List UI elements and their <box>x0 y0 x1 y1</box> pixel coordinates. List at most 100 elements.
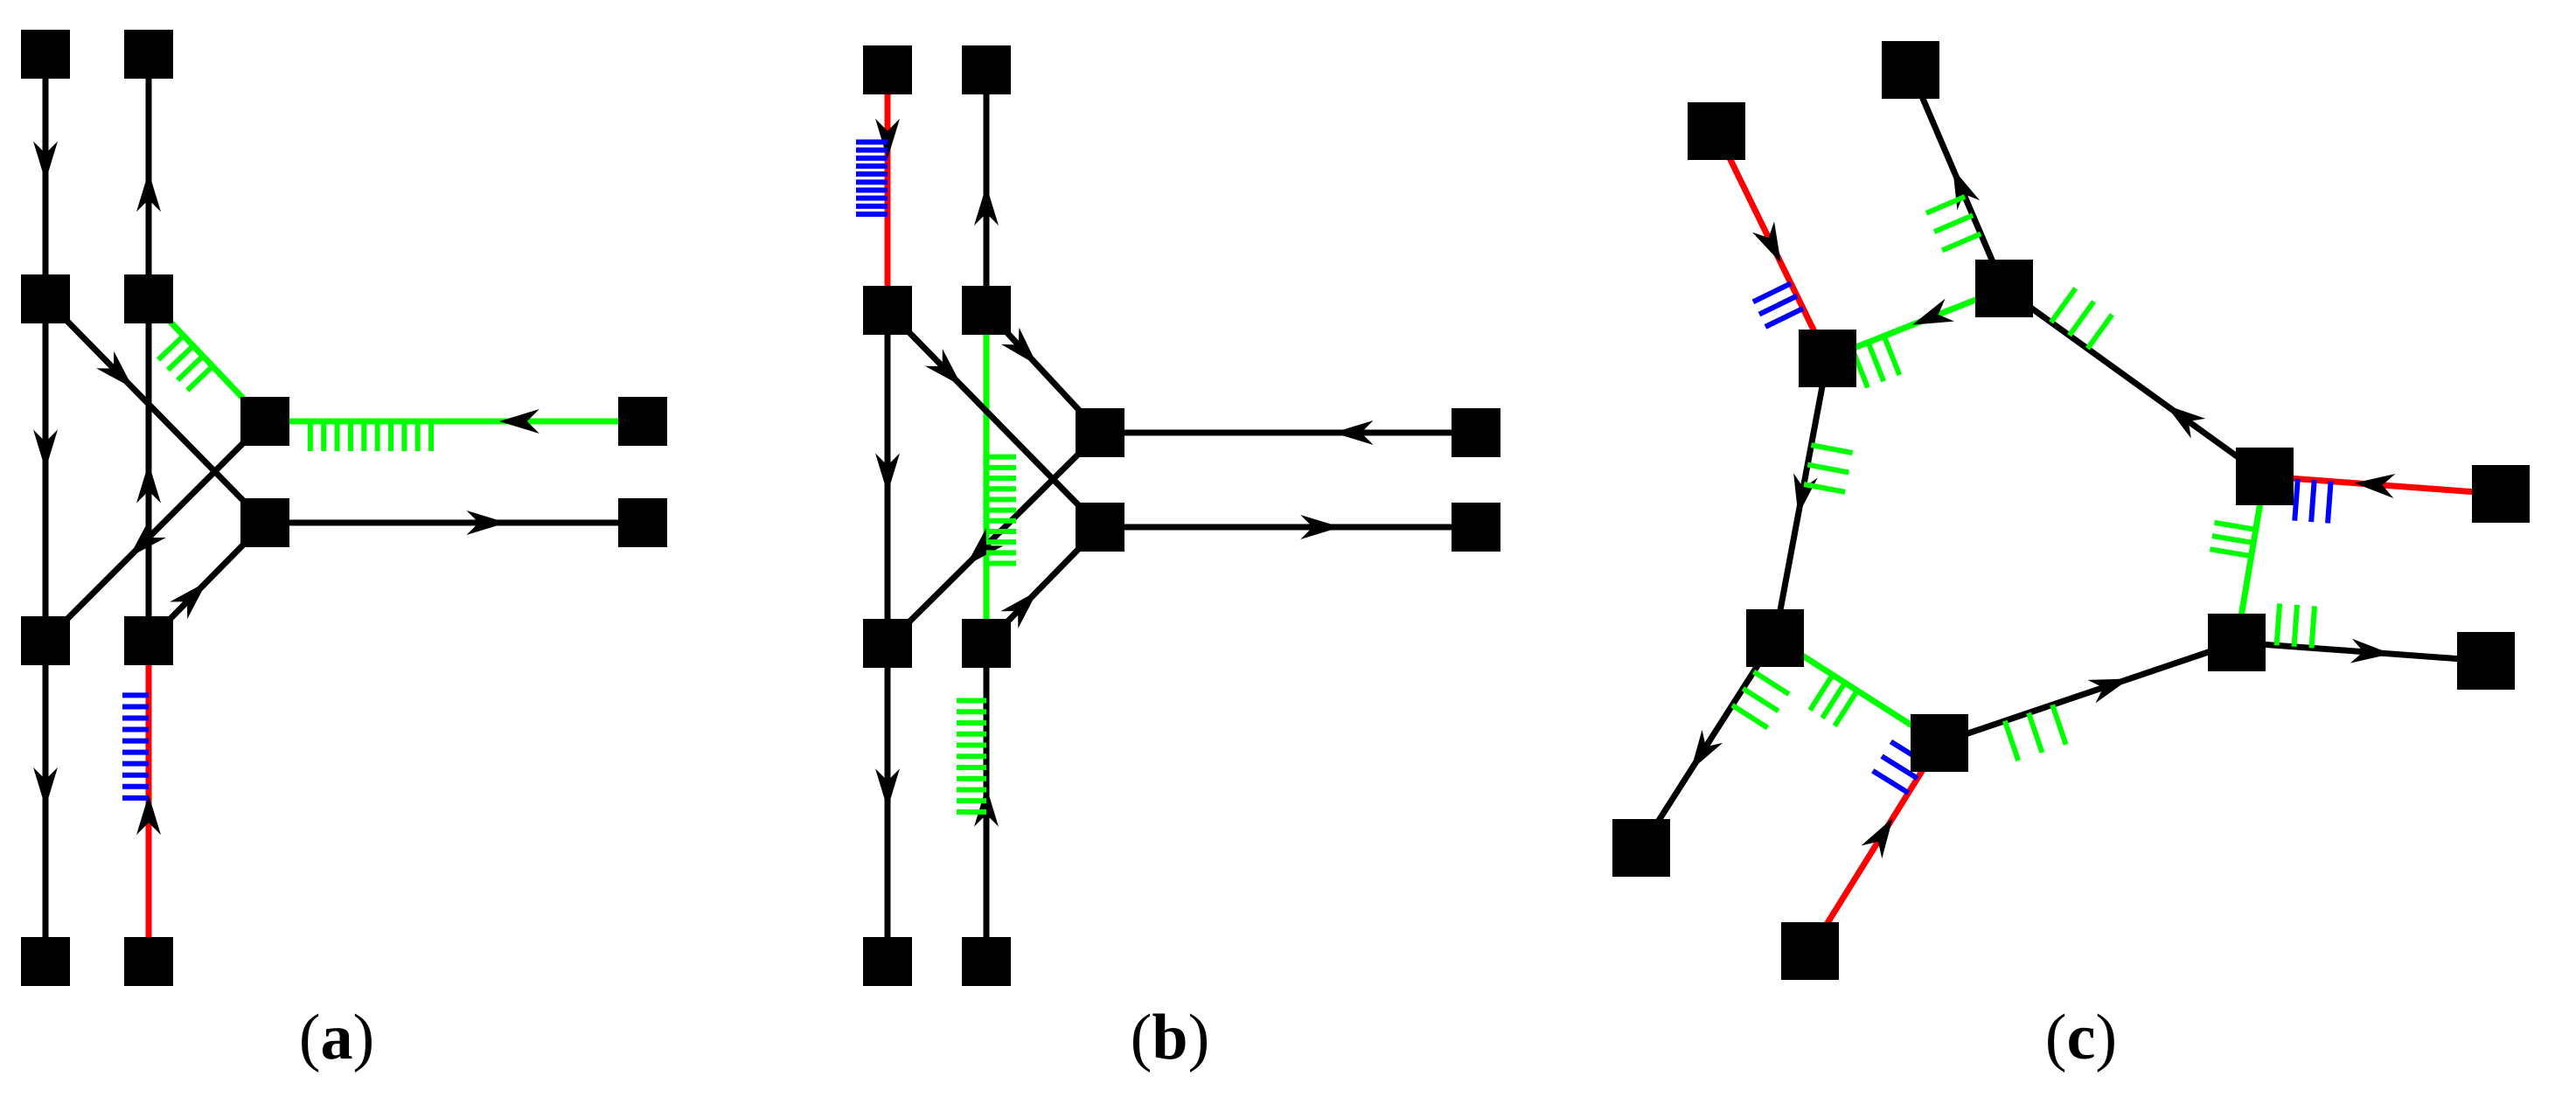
node <box>240 397 289 446</box>
panel-c <box>1612 41 2530 980</box>
tick-mark <box>2291 604 2301 648</box>
arrowhead <box>2350 638 2392 663</box>
tick-mark <box>1880 753 1919 781</box>
node <box>962 937 1011 986</box>
edge <box>885 430 1103 646</box>
edge <box>43 296 268 525</box>
node <box>962 45 1011 94</box>
tick-mark <box>2292 478 2301 521</box>
node <box>21 937 70 986</box>
node <box>124 274 173 323</box>
arrowhead <box>974 185 999 226</box>
node <box>2472 465 2530 523</box>
node <box>1799 330 1856 387</box>
tick-mark <box>1865 341 1886 383</box>
node <box>124 30 173 79</box>
caption-c-letter: c <box>2066 1002 2096 1073</box>
arrowhead <box>2165 405 2206 439</box>
caption-a-letter: a <box>320 1002 353 1073</box>
node <box>863 619 912 668</box>
tick-mark <box>1758 293 1799 317</box>
arrowhead <box>1911 298 1954 325</box>
arrowhead <box>96 351 134 389</box>
node <box>863 45 912 94</box>
arrowhead <box>2354 474 2396 498</box>
node <box>1746 609 1804 667</box>
arrowhead <box>136 171 161 212</box>
tick-mark <box>2273 603 2283 646</box>
tick-mark <box>156 333 185 362</box>
caption-c: (c) <box>2044 1002 2118 1073</box>
tick-mark <box>2002 719 2022 762</box>
node <box>1975 260 2033 317</box>
edge <box>885 308 1103 530</box>
arrowhead <box>129 520 166 558</box>
node <box>21 616 70 665</box>
node <box>1452 503 1500 552</box>
caption-a: (a) <box>298 1002 375 1073</box>
tick-mark <box>1940 231 1982 253</box>
tick-mark <box>1932 212 1974 234</box>
node <box>240 498 289 547</box>
node <box>962 286 1011 335</box>
node <box>2457 632 2515 690</box>
node <box>1612 819 1670 877</box>
tick-mark <box>2213 519 2257 532</box>
arrowhead <box>875 118 900 159</box>
node <box>124 616 173 665</box>
arrowhead <box>1690 729 1723 771</box>
node <box>1911 714 1968 772</box>
arrowhead <box>466 510 507 535</box>
node <box>21 274 70 323</box>
tick-mark <box>1925 194 1967 216</box>
arrowhead <box>2087 678 2130 704</box>
tick-mark <box>2085 313 2114 351</box>
arrowhead <box>974 786 999 827</box>
tick-mark <box>1751 281 1793 304</box>
edge <box>2236 639 2487 664</box>
tick-mark <box>1730 703 1770 731</box>
tick-mark <box>2067 300 2097 337</box>
arrowhead <box>965 528 1004 566</box>
tick-mark <box>1807 673 1835 712</box>
node <box>1882 41 1939 99</box>
tick-mark <box>1820 681 1848 720</box>
edge <box>1938 639 2238 746</box>
edge <box>2002 286 2267 479</box>
panel-a <box>21 30 667 986</box>
node <box>21 30 70 79</box>
tick-mark <box>1803 482 1846 495</box>
arrowhead <box>136 795 161 836</box>
arrowhead <box>875 768 900 809</box>
tick-mark <box>1741 686 1780 713</box>
node <box>618 397 667 446</box>
arrowhead <box>33 767 58 808</box>
tick-mark <box>2211 533 2254 545</box>
node <box>962 619 1011 668</box>
tick-mark <box>2325 481 2334 524</box>
node <box>2236 448 2294 505</box>
tick-mark <box>1871 768 1911 795</box>
tick-mark <box>1807 462 1849 476</box>
tick-mark <box>1764 306 1805 330</box>
tick-mark <box>1832 689 1860 728</box>
tick-mark <box>2049 287 2078 324</box>
node <box>2208 614 2266 671</box>
arrowhead <box>498 409 540 434</box>
tick-mark <box>2026 712 2045 753</box>
tick-mark <box>165 344 196 372</box>
tick-mark <box>1751 669 1791 697</box>
tick-mark <box>176 354 205 383</box>
edge <box>43 419 268 643</box>
panel-b <box>856 45 1500 986</box>
arrowhead <box>924 349 963 386</box>
tick-mark <box>1881 335 1903 377</box>
tick-mark <box>2308 479 2317 523</box>
node <box>1076 503 1124 552</box>
node <box>1781 922 1839 980</box>
node <box>1452 408 1500 457</box>
arrowhead <box>136 462 161 503</box>
tick-mark <box>2209 546 2252 559</box>
node <box>124 937 173 986</box>
